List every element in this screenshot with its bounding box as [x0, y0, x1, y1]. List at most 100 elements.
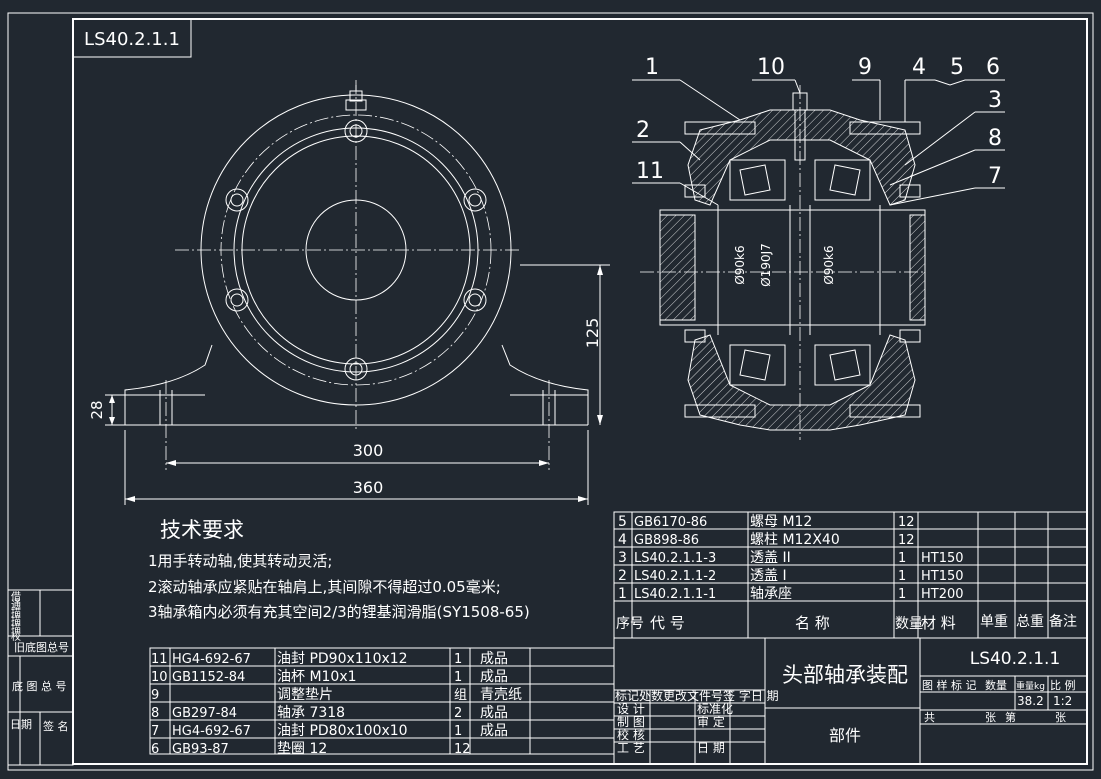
bom-right-code: LS40.2.1.1-2: [634, 569, 716, 584]
balloon-6: 6: [986, 55, 1000, 80]
bom-left-mat: 成品: [480, 669, 508, 685]
bom-right-no: 2: [618, 568, 627, 584]
front-view: 300 360 125 28: [88, 80, 610, 505]
bom-left-mat: 成品: [480, 723, 508, 739]
bom-left-code: HG4-692-67: [172, 724, 251, 739]
svg-text:38.2: 38.2: [1017, 694, 1044, 708]
bom-right-mat: HT150: [921, 551, 964, 566]
svg-text:共: 共: [924, 711, 935, 724]
bom-right-name: 透盖 II: [750, 550, 791, 566]
bom-right-code: GB898-86: [634, 533, 699, 548]
dim-360: 360: [353, 478, 384, 497]
svg-text:单重: 单重: [980, 614, 1008, 630]
svg-text:代 号: 代 号: [650, 614, 685, 632]
svg-text:数量: 数量: [985, 679, 1007, 692]
svg-text:校 核: 校 核: [617, 727, 645, 742]
bom-right-qty: 1: [898, 569, 906, 584]
svg-text:名 称: 名 称: [795, 614, 830, 632]
tech-req-title: 技术要求: [160, 518, 244, 542]
outer-frame: [7, 12, 1094, 771]
balloon-4: 4: [912, 55, 926, 80]
balloon-2: 2: [636, 118, 650, 143]
drawing-no-box: [72, 18, 192, 58]
bom-right-mat: HT150: [921, 569, 964, 584]
svg-text:日期: 日期: [10, 718, 32, 731]
svg-text:比 例: 比 例: [1050, 678, 1076, 692]
svg-text:张: 张: [985, 711, 996, 724]
drawing-no: LS40.2.1.1: [970, 649, 1061, 669]
svg-text:描: 描: [11, 614, 21, 627]
bom-left-no: 7: [151, 724, 159, 739]
bom-left-mat: 成品: [480, 651, 508, 667]
bom-left-qty: 1: [454, 724, 462, 739]
bom-right-no: 4: [618, 532, 627, 548]
bom-left-qty: 1: [454, 670, 462, 685]
tech-requirements: 技术要求 1用手转动轴,使其转动灵活; 2滚动轴承应紧贴在轴肩上,其间隙不得超过…: [148, 518, 530, 621]
bom-right-qty: 12: [898, 533, 915, 548]
svg-text:制 图: 制 图: [617, 715, 645, 729]
tech-req-1: 1用手转动轴,使其转动灵活;: [148, 552, 332, 570]
svg-text:描: 描: [11, 622, 21, 635]
bom-right-qty: 1: [898, 551, 906, 566]
svg-text:设 计: 设 计: [617, 702, 645, 716]
svg-text:数量: 数量: [895, 616, 923, 632]
bom-left-no: 11: [151, 652, 168, 667]
dim-28: 28: [88, 400, 106, 419]
tech-req-2: 2滚动轴承应紧贴在轴肩上,其间隙不得超过0.05毫米;: [148, 578, 501, 596]
title-block: LS40.2.1.1 头部轴承装配 部件 标记处数更改文件号签 字日 期 设 计…: [613, 637, 1088, 765]
section-view: Ø90k6 Ø190J7 Ø90k6 1 10 9 4 5 6 2 3 8 11…: [632, 55, 1005, 440]
balloon-7: 7: [988, 164, 1002, 189]
bom-left-no: 9: [151, 688, 159, 703]
bom-left-no: 6: [151, 742, 159, 757]
dim-shaft-right: Ø90k6: [822, 245, 836, 284]
svg-text:签 名: 签 名: [43, 719, 69, 733]
svg-text:日 期: 日 期: [697, 741, 725, 755]
svg-text:总重: 总重: [1016, 614, 1044, 630]
bom-left-qty: 1: [454, 652, 462, 667]
svg-text:1:2: 1:2: [1053, 694, 1072, 708]
bom-left-name: 垫圈 12: [277, 741, 327, 757]
drawing-no-top: LS40.2.1.1: [84, 29, 180, 50]
base-total-no: 底 图 总 号: [12, 679, 67, 693]
bom-right-mat: HT200: [921, 587, 964, 602]
balloon-5: 5: [950, 55, 964, 80]
balloon-9: 9: [858, 55, 872, 80]
balloon-1: 1: [645, 55, 659, 80]
balloon-10: 10: [757, 55, 785, 80]
bom-right-name: 螺母 M12: [750, 514, 812, 530]
svg-text:借: 借: [11, 591, 21, 603]
svg-text:描: 描: [11, 606, 21, 619]
assembly-title: 头部轴承装配: [782, 663, 908, 687]
svg-text:标记处数更改文件号签 字日 期: 标记处数更改文件号签 字日 期: [615, 688, 779, 703]
bom-right-qty: 12: [898, 515, 915, 530]
bom-left-qty: 2: [454, 706, 462, 721]
bom-left-code: HG4-692-67: [172, 652, 251, 667]
bom-right-no: 5: [618, 514, 627, 530]
balloon-8: 8: [988, 126, 1002, 151]
svg-text:校: 校: [11, 630, 21, 643]
bom-right-name: 螺柱 M12X40: [750, 532, 840, 548]
bom-left-name: 油封 PD90x110x12: [277, 651, 408, 667]
dim-300: 300: [353, 441, 384, 460]
bom-right-qty: 1: [898, 587, 906, 602]
svg-text:材 料: 材 料: [921, 614, 956, 632]
dim-bore: Ø190J7: [759, 243, 773, 287]
svg-text:序号: 序号: [616, 616, 644, 632]
svg-text:重量kg: 重量kg: [1016, 680, 1045, 692]
bom-right-no: 3: [618, 550, 627, 566]
bom-left-name: 轴承 7318: [277, 705, 345, 721]
old-base-no: 旧底图总号: [14, 640, 69, 654]
bom-left-no: 8: [151, 706, 159, 721]
tech-req-3: 3轴承箱内必须有充其空间2/3的锂基润滑脂(SY1508-65): [148, 603, 530, 621]
bom-left-code: GB1152-84: [172, 670, 245, 685]
balloon-3: 3: [988, 88, 1002, 113]
balloon-11: 11: [636, 159, 664, 184]
bom-right-code: LS40.2.1.1-3: [634, 551, 716, 566]
bom-left-qty: 12: [454, 742, 471, 757]
svg-text:张: 张: [1055, 711, 1066, 724]
bom-left-qty: 组: [454, 688, 467, 703]
bom-left-mat: 青壳纸: [480, 686, 522, 703]
bom-left-name: 油杯 M10x1: [277, 669, 357, 685]
